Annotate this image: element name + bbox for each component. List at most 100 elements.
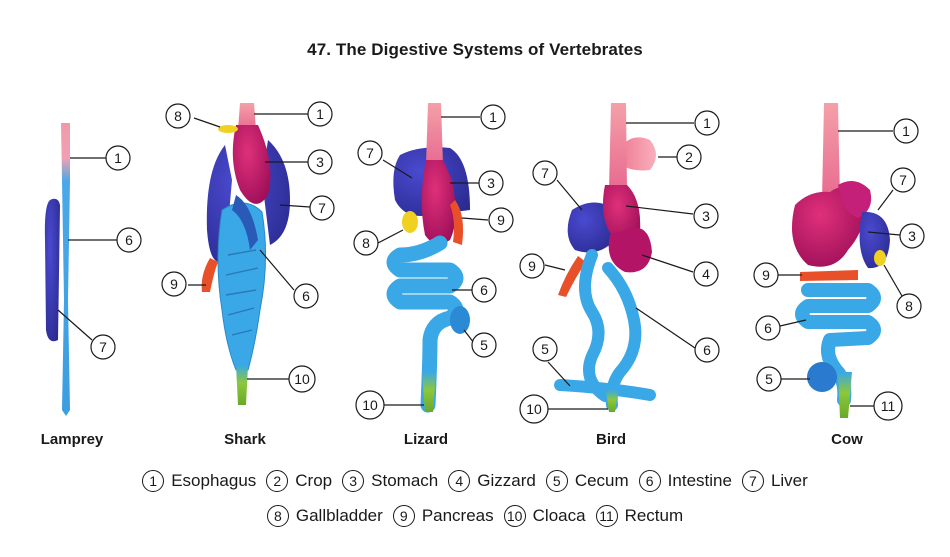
callout-shark-10: 10 xyxy=(288,365,316,393)
lizard-esophagus xyxy=(426,103,443,165)
cow-esophagus xyxy=(822,103,840,200)
cow-gallbladder xyxy=(874,250,886,266)
callout-lamprey-1: 1 xyxy=(105,145,131,171)
legend-label: Crop xyxy=(295,471,333,490)
callout-lizard-5: 5 xyxy=(471,332,497,358)
svg-text:5: 5 xyxy=(541,341,549,357)
svg-text:3: 3 xyxy=(702,208,710,224)
svg-text:3: 3 xyxy=(316,154,324,170)
callout-lizard-8: 8 xyxy=(353,230,379,256)
callout-lamprey-7: 7 xyxy=(90,334,116,360)
shark-spiral-lines xyxy=(225,249,259,336)
legend-label: Gizzard xyxy=(477,471,536,490)
svg-text:8: 8 xyxy=(905,298,913,314)
shark-spiral-intestine xyxy=(217,202,267,371)
svg-text:8: 8 xyxy=(362,235,370,251)
legend-number: 6 xyxy=(638,470,661,492)
bird-organs xyxy=(554,103,656,412)
svg-text:1: 1 xyxy=(902,123,910,139)
shark-pancreas xyxy=(201,258,218,292)
svg-text:1: 1 xyxy=(114,150,122,166)
svg-text:2: 2 xyxy=(685,149,693,165)
svg-text:6: 6 xyxy=(125,232,133,248)
legend-number: 4 xyxy=(448,470,471,492)
legend-number: 9 xyxy=(392,505,415,527)
digestive-diagram: 1 6 7 8 1 3 7 9 6 10 1 7 3 9 8 6 5 10 1 … xyxy=(41,101,925,448)
legend-item: 6 Intestine xyxy=(638,470,732,492)
callout-lizard-7: 7 xyxy=(357,140,383,166)
callout-shark-6: 6 xyxy=(293,283,319,309)
cow-pancreas xyxy=(800,270,858,281)
legend-number: 7 xyxy=(741,470,764,492)
animal-name-lizard: Lizard xyxy=(404,431,448,448)
callout-bird-4: 4 xyxy=(693,261,719,287)
svg-text:10: 10 xyxy=(294,371,310,387)
cow-rectum xyxy=(838,372,852,418)
callout-cow-1: 1 xyxy=(893,118,919,144)
animal-name-lamprey: Lamprey xyxy=(41,431,104,448)
svg-text:1: 1 xyxy=(489,109,497,125)
callout-shark-7: 7 xyxy=(309,195,335,221)
svg-text:6: 6 xyxy=(302,288,310,304)
bird-esophagus xyxy=(609,103,627,190)
legend-label: Intestine xyxy=(667,471,732,490)
svg-text:11: 11 xyxy=(881,398,896,414)
lamprey-organs xyxy=(44,123,70,416)
svg-text:8: 8 xyxy=(174,108,182,124)
callout-shark-1: 1 xyxy=(307,101,333,127)
svg-text:3: 3 xyxy=(908,228,916,244)
lamprey-tract xyxy=(61,123,70,416)
cow-rumen xyxy=(791,187,864,267)
legend-number: 2 xyxy=(266,470,289,492)
callout-cow-6: 6 xyxy=(755,315,781,341)
leader-lines xyxy=(57,113,903,410)
callout-bird-9: 9 xyxy=(519,253,545,279)
legend-number: 10 xyxy=(503,505,526,527)
legend-item: 10 Cloaca xyxy=(503,505,586,527)
legend-label: Cloaca xyxy=(532,506,586,525)
legend-item: 7 Liver xyxy=(741,470,808,492)
callout-shark-3: 3 xyxy=(307,149,333,175)
legend-item: 2 Crop xyxy=(266,470,332,492)
shark-duodenum xyxy=(232,195,258,250)
callouts: 1 6 7 8 1 3 7 9 6 10 1 7 3 9 8 6 5 10 1 … xyxy=(90,101,925,424)
callout-bird-5: 5 xyxy=(532,336,558,362)
callout-lizard-10: 10 xyxy=(355,390,385,420)
animal-names: Lamprey Shark Lizard Bird Cow xyxy=(41,431,863,448)
lamprey-liver xyxy=(44,198,60,342)
callout-cow-5: 5 xyxy=(756,366,782,392)
svg-text:6: 6 xyxy=(703,342,711,358)
callout-lizard-3: 3 xyxy=(478,170,504,196)
shark-organs xyxy=(201,103,290,405)
svg-text:9: 9 xyxy=(170,276,178,292)
legend-label: Liver xyxy=(770,471,808,490)
callout-bird-1: 1 xyxy=(694,110,720,136)
shark-stomach xyxy=(232,125,271,204)
svg-text:6: 6 xyxy=(480,282,488,298)
page-title: 47. The Digestive Systems of Vertebrates xyxy=(307,40,643,59)
legend-number: 1 xyxy=(142,470,165,492)
shark-rectum xyxy=(236,365,248,405)
callout-lizard-6: 6 xyxy=(471,277,497,303)
legend-number: 5 xyxy=(545,470,568,492)
animal-name-bird: Bird xyxy=(596,431,626,448)
legend-label: Rectum xyxy=(624,506,684,525)
svg-text:9: 9 xyxy=(528,258,536,274)
svg-text:7: 7 xyxy=(899,172,907,188)
legend-number: 8 xyxy=(266,505,289,527)
callout-lamprey-6: 6 xyxy=(116,227,142,253)
legend-item: 1 Esophagus xyxy=(142,470,256,492)
legend-label: Stomach xyxy=(371,471,439,490)
svg-text:1: 1 xyxy=(316,106,324,122)
lizard-cecum xyxy=(450,306,470,334)
callout-cow-9: 9 xyxy=(753,262,779,288)
lizard-pancreas xyxy=(450,200,464,245)
legend-label: Esophagus xyxy=(171,471,257,490)
svg-text:10: 10 xyxy=(362,397,378,413)
